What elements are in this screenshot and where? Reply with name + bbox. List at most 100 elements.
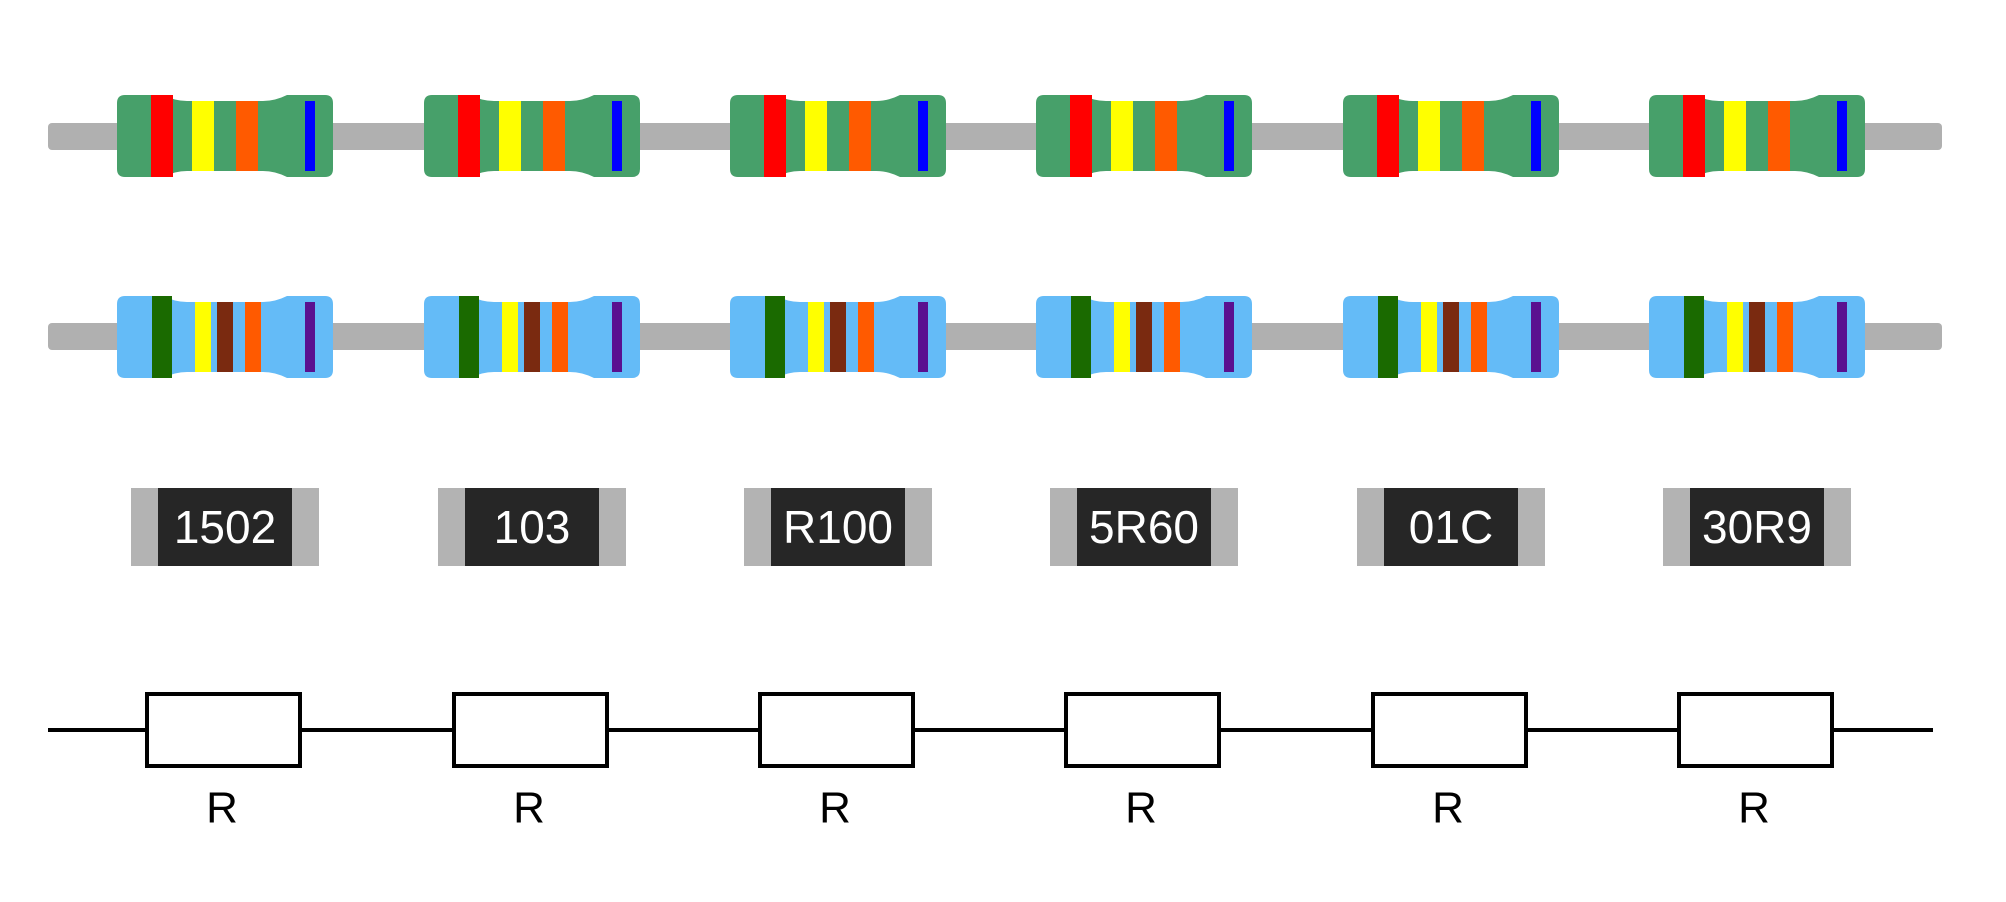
- smd-body: [771, 488, 905, 566]
- color-band: [1837, 302, 1847, 372]
- color-band: [918, 302, 928, 372]
- color-band: [1443, 302, 1459, 372]
- color-band: [1531, 302, 1541, 372]
- resistor-body: [730, 95, 946, 177]
- color-band: [1224, 302, 1234, 372]
- color-band: [502, 302, 518, 372]
- color-band: [1471, 302, 1487, 372]
- color-band: [764, 95, 786, 177]
- color-band: [305, 101, 315, 171]
- resistor-symbol: R: [1064, 692, 1221, 833]
- color-band: [305, 302, 315, 372]
- row-4band-resistors: [48, 95, 1942, 177]
- color-band: [1724, 101, 1746, 171]
- smd-code-label: 103: [494, 501, 571, 553]
- smd-code-label: R100: [783, 501, 893, 553]
- resistor-body: [424, 95, 640, 177]
- color-band: [1421, 302, 1437, 372]
- row-5band-resistors: [48, 296, 1942, 378]
- resistor-symbol: R: [145, 692, 302, 833]
- color-band: [1418, 101, 1440, 171]
- color-band: [805, 101, 827, 171]
- color-band: [765, 296, 785, 378]
- color-band: [499, 101, 521, 171]
- smd-resistor: 30R9: [1663, 488, 1851, 566]
- color-band: [612, 302, 622, 372]
- color-band: [459, 296, 479, 378]
- resistor-body: [1036, 95, 1252, 177]
- smd-code-label: 30R9: [1702, 501, 1812, 553]
- color-band: [1837, 101, 1847, 171]
- color-band: [1136, 302, 1152, 372]
- smd-body: [1384, 488, 1518, 566]
- color-band: [1684, 296, 1704, 378]
- resistor-body: [1343, 95, 1559, 177]
- color-band: [1377, 95, 1399, 177]
- smd-body: [1077, 488, 1211, 566]
- resistor-symbol-label: R: [1125, 784, 1157, 833]
- color-band: [1111, 101, 1133, 171]
- resistor-5band: [1343, 296, 1559, 378]
- color-band: [1224, 101, 1234, 171]
- resistor-symbol-box: [1064, 692, 1221, 768]
- color-band: [236, 101, 258, 171]
- color-band: [830, 302, 846, 372]
- color-band: [552, 302, 568, 372]
- color-band: [543, 101, 565, 171]
- resistor-5band: [1649, 296, 1865, 378]
- resistor-symbol-label: R: [206, 784, 238, 833]
- color-band: [524, 302, 540, 372]
- smd-code-label: 1502: [174, 501, 276, 553]
- resistor-body: [117, 95, 333, 177]
- resistor-symbol: R: [758, 692, 915, 833]
- smd-body: [465, 488, 599, 566]
- color-band: [1378, 296, 1398, 378]
- smd-resistor: 5R60: [1050, 488, 1238, 566]
- resistor-body: [1649, 95, 1865, 177]
- smd-body: [158, 488, 292, 566]
- color-band: [192, 101, 214, 171]
- color-band: [1683, 95, 1705, 177]
- resistor-4band: [1343, 95, 1559, 177]
- resistor-4band: [117, 95, 333, 177]
- resistor-5band: [730, 296, 946, 378]
- resistor-4band: [1036, 95, 1252, 177]
- color-band: [612, 101, 622, 171]
- resistor-4band: [1649, 95, 1865, 177]
- smd-resistor: 1502: [131, 488, 319, 566]
- color-band: [1155, 101, 1177, 171]
- color-band: [1749, 302, 1765, 372]
- color-band: [1070, 95, 1092, 177]
- color-band: [458, 95, 480, 177]
- color-band: [1531, 101, 1541, 171]
- color-band: [808, 302, 824, 372]
- color-band: [217, 302, 233, 372]
- color-band: [1462, 101, 1484, 171]
- smd-resistor: R100: [744, 488, 932, 566]
- resistor-symbol: R: [452, 692, 609, 833]
- color-band: [858, 302, 874, 372]
- color-band: [1727, 302, 1743, 372]
- smd-code-label: 01C: [1409, 501, 1493, 553]
- resistor-symbol-box: [452, 692, 609, 768]
- resistor-symbol-label: R: [819, 784, 851, 833]
- resistor-symbol: R: [1371, 692, 1528, 833]
- color-band: [1164, 302, 1180, 372]
- color-band: [245, 302, 261, 372]
- smd-resistor: 103: [438, 488, 626, 566]
- resistor-symbol-label: R: [513, 784, 545, 833]
- color-band: [152, 296, 172, 378]
- color-band: [151, 95, 173, 177]
- resistor-symbol-box: [1677, 692, 1834, 768]
- resistor-5band: [117, 296, 333, 378]
- resistor-5band: [1036, 296, 1252, 378]
- resistor-symbol-box: [145, 692, 302, 768]
- color-band: [1114, 302, 1130, 372]
- smd-body: [1690, 488, 1824, 566]
- color-band: [195, 302, 211, 372]
- resistor-4band: [424, 95, 640, 177]
- color-band: [849, 101, 871, 171]
- color-band: [918, 101, 928, 171]
